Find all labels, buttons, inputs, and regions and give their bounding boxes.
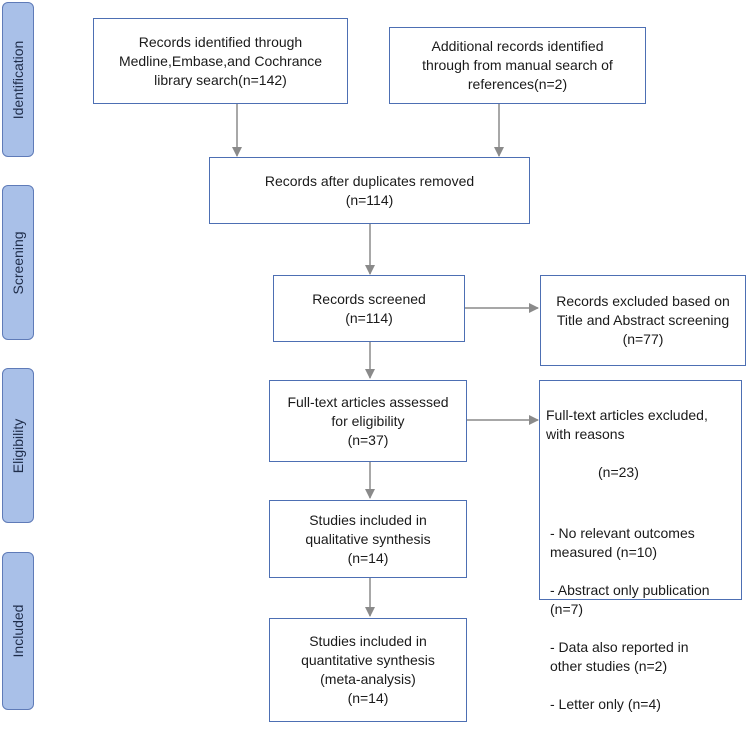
exclusion-reasons-list: - No relevant outcomes measured (n=10) -… [546,505,710,733]
exclusion-reason: - Abstract only publication (n=7) [550,582,710,617]
box-after-duplicates: Records after duplicates removed (n=114) [209,157,530,224]
fulltext-excluded-heading: Full-text articles excluded, with reason… [546,407,708,442]
box-quantitative-synthesis: Studies included in quantitative synthes… [269,618,467,722]
box-records-identified: Records identified through Medline,Embas… [93,18,348,104]
after-duplicates-text: Records after duplicates removed (n=114) [264,172,475,208]
box-fulltext-assessed: Full-text articles assessed for eligibil… [269,380,467,462]
stage-included: Included [2,552,34,710]
box-fulltext-excluded: Full-text articles excluded, with reason… [539,380,742,712]
box-additional-records: Additional records identified through fr… [389,27,646,104]
stage-eligibility: Eligibility [2,368,34,523]
quantitative-text: Studies included in quantitative synthes… [301,633,435,706]
fulltext-assessed-text: Full-text articles assessed for eligibil… [287,393,449,448]
stage-identification: Identification [2,2,34,157]
exclusion-reason: - No relevant outcomes measured (n=10) [550,525,695,560]
additional-records-text: Additional records identified through fr… [422,38,613,92]
box-records-excluded: Records excluded based on Title and Abst… [540,275,746,366]
box-qualitative-synthesis: Studies included in qualitative synthesi… [269,500,467,578]
fulltext-excluded-count: (n=23) [598,464,639,480]
records-excluded-text: Records excluded based on Title and Abst… [556,293,730,347]
exclusion-reason: - Data also reported in other studies (n… [550,639,689,674]
fulltext-excluded-content: Full-text articles excluded, with reason… [546,387,710,752]
records-screened-text: Records screened (n=114) [312,290,426,326]
records-identified-text: Records identified through Medline,Embas… [118,33,323,88]
stage-screening: Screening [2,185,34,340]
box-records-screened: Records screened (n=114) [273,275,465,342]
qualitative-text: Studies included in qualitative synthesi… [305,511,431,566]
exclusion-reason: - Letter only (n=4) [550,696,661,712]
